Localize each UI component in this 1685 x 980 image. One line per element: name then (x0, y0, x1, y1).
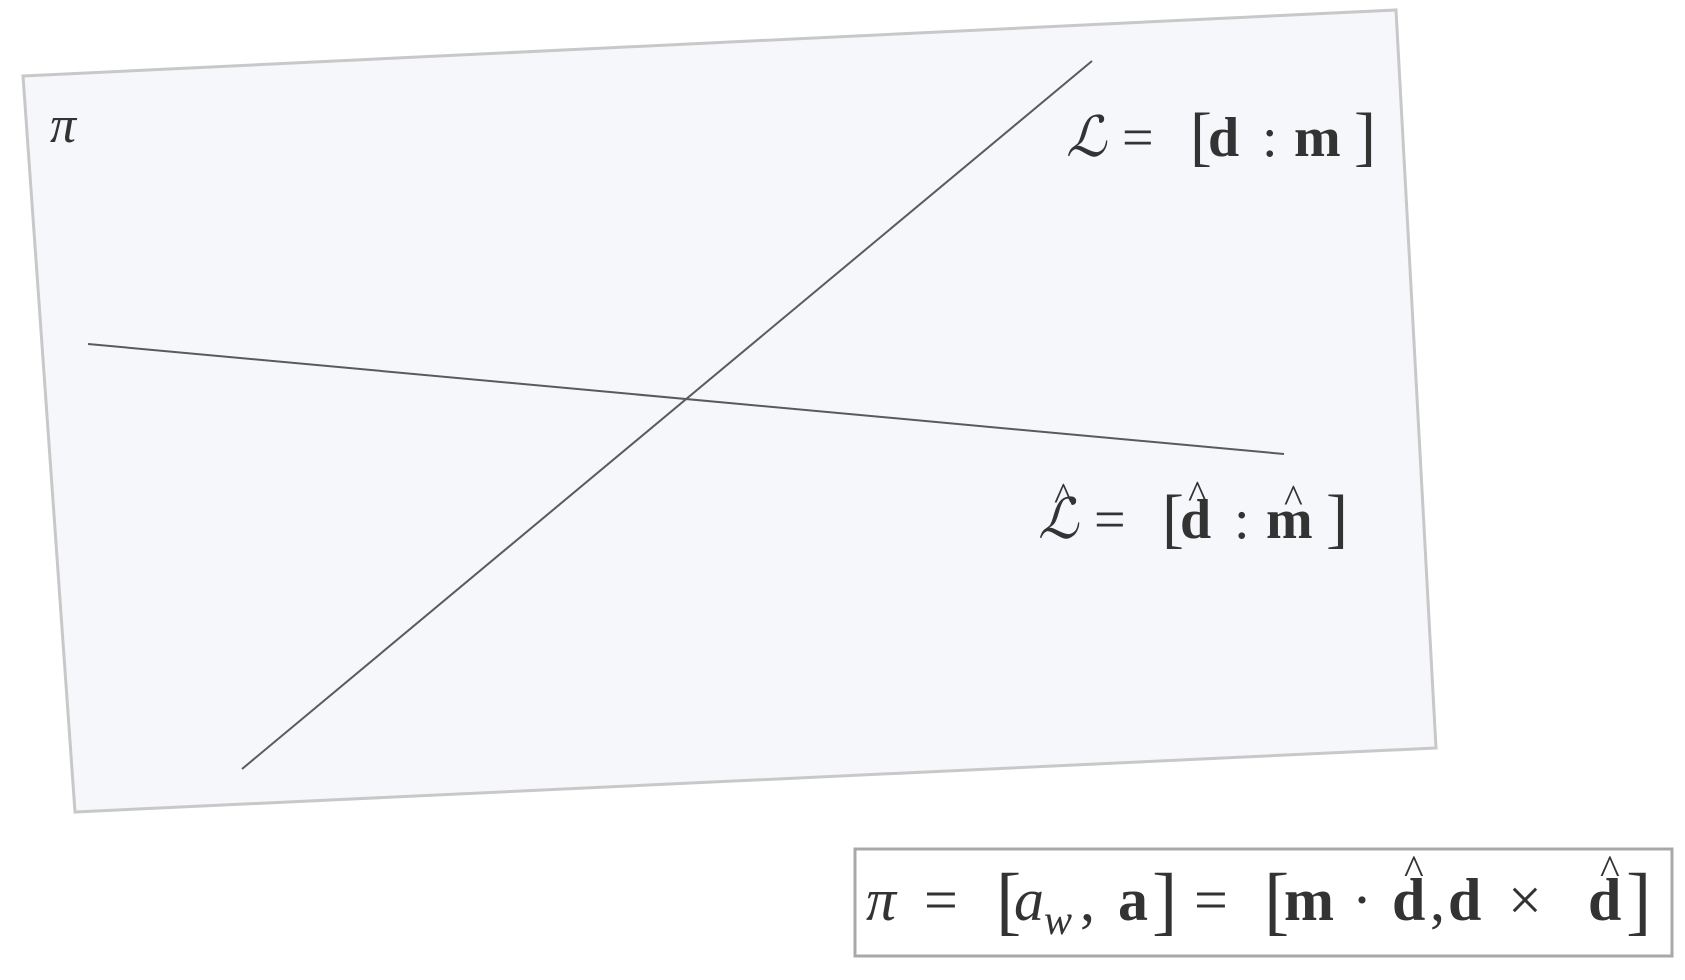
equation-pi-plucker: π = [ a w , a ] = [ m · d ^ , d × d ^ ] (866, 848, 1651, 944)
eq-pi: π (866, 867, 898, 933)
label-line-L: ℒ = [ d : m ] (1066, 100, 1376, 173)
eq-a-w-base: a (1014, 867, 1044, 933)
Lhat-open-bracket: [ (1162, 482, 1184, 555)
plane-pi (21, 8, 1438, 814)
eq-open-bracket-1: [ (996, 859, 1021, 943)
eq-m-bold: m (1284, 867, 1334, 933)
Lhat-close-bracket: ] (1326, 482, 1348, 555)
L-colon: : (1262, 107, 1278, 169)
Lhat-d-hat-accent: ^ (1188, 472, 1207, 517)
L-close-bracket: ] (1354, 100, 1376, 173)
L-open-bracket: [ (1190, 100, 1212, 173)
eq-open-bracket-2: [ (1264, 859, 1289, 943)
L-symbol: ℒ (1066, 105, 1108, 170)
eq-close-bracket-1: ] (1152, 859, 1177, 943)
label-line-L-hat: ℒ ^ = [ d ^ : m ^ ] (1038, 472, 1348, 555)
Lhat-m-hat-accent: ^ (1284, 476, 1303, 521)
Lhat-d-bold: d (1180, 489, 1211, 551)
eq-equals-1: = (924, 867, 958, 933)
eq-d-hat-2: d (1588, 867, 1621, 933)
Lhat-equals: = (1094, 489, 1126, 551)
L-d-bold: d (1208, 107, 1239, 169)
eq-comma-2: , (1430, 867, 1445, 933)
Lhat-hat-accent: ^ (1054, 474, 1073, 519)
line-L (241, 60, 1093, 770)
eq-dot: · (1352, 867, 1372, 933)
eq-d-hat-1: d (1392, 867, 1425, 933)
equation-box (853, 847, 1674, 958)
eq-times: × (1508, 867, 1542, 933)
Lhat-m-bold: m (1266, 489, 1313, 551)
eq-d-hat-1-accent: ^ (1404, 848, 1424, 894)
eq-equals-2: = (1194, 867, 1228, 933)
eq-a-w-subscript: w (1044, 898, 1072, 944)
eq-comma-1: , (1080, 867, 1095, 933)
line-L-hat (87, 343, 1285, 455)
eq-d-hat-2-accent: ^ (1600, 848, 1620, 894)
L-m-bold: m (1294, 107, 1341, 169)
plane-label-pi: π (50, 97, 78, 154)
eq-close-bracket-2: ] (1626, 859, 1651, 943)
Lhat-symbol: ℒ (1038, 487, 1080, 552)
Lhat-colon: : (1234, 489, 1250, 551)
eq-a-bold: a (1118, 867, 1148, 933)
L-equals: = (1122, 107, 1154, 169)
eq-d-bold: d (1448, 867, 1481, 933)
